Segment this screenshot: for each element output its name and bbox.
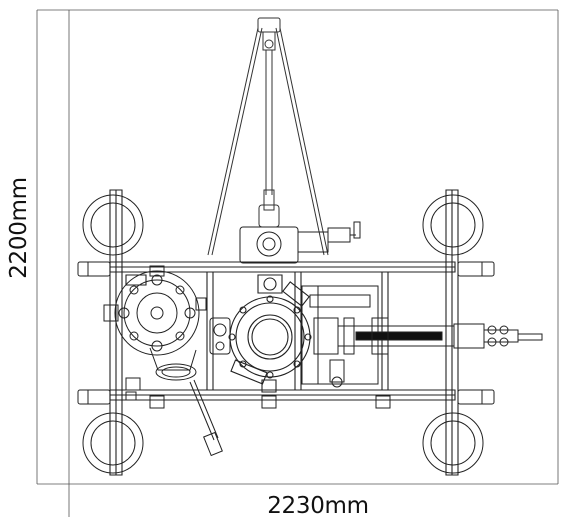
lifting-sling	[208, 18, 328, 255]
right-actuator	[338, 318, 542, 354]
suction-pad-top-left	[83, 195, 143, 255]
left-flange-assembly	[104, 266, 206, 390]
bottom-brackets	[126, 392, 390, 408]
probe-rod	[190, 380, 222, 456]
width-dimension-label: 2230mm	[267, 493, 369, 519]
central-flange	[229, 275, 311, 392]
suction-pad-top-right	[423, 195, 483, 255]
height-dimension-label: 2200mm	[6, 177, 32, 279]
side-clamps	[78, 262, 494, 404]
dimension-frame	[37, 10, 558, 517]
suction-pad-bottom-right	[423, 413, 483, 473]
top-valve-block	[240, 222, 360, 263]
suction-pad-bottom-left	[83, 413, 143, 473]
